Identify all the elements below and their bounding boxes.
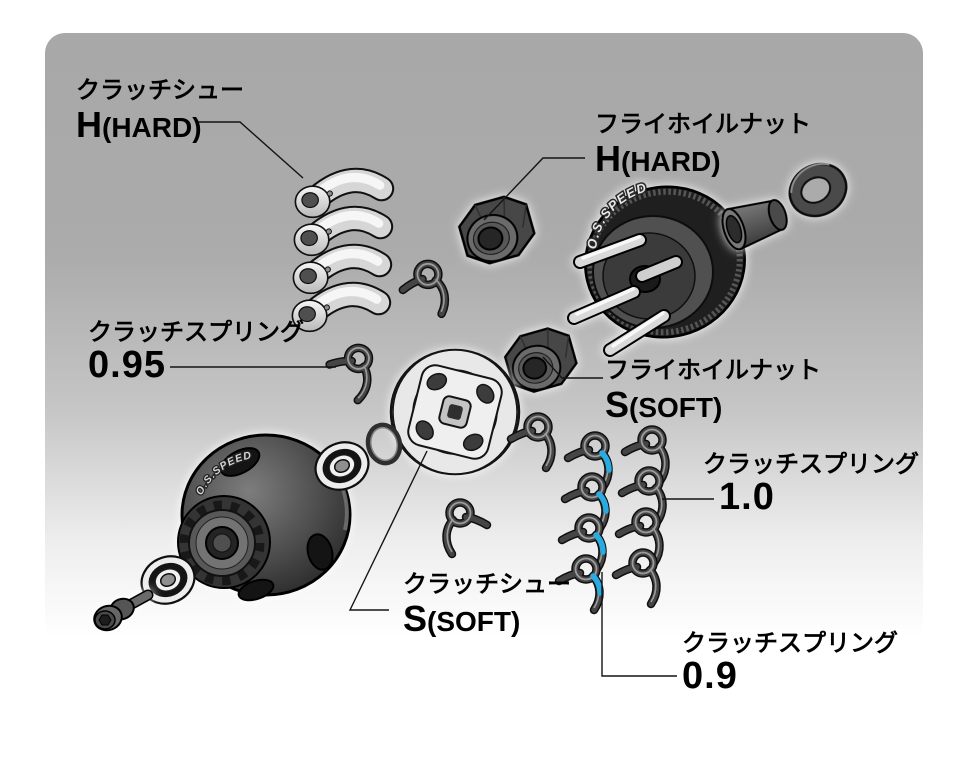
clutch-bolt xyxy=(93,589,154,632)
label-clutch-spring-095: クラッチスプリング 0.95 xyxy=(88,319,304,387)
label-text-jp: クラッチスプリング xyxy=(682,630,898,657)
clutch-spring-loose xyxy=(446,503,487,555)
label-flywheel-nut-hard: フライホイルナット H(HARD) xyxy=(595,111,811,180)
o-ring xyxy=(365,422,403,466)
label-clutch-spring-10: クラッチスプリング 1.0 xyxy=(703,451,919,519)
label-clutch-shoe-hard: クラッチシュー H(HARD) xyxy=(76,77,244,146)
clutch-spring-10 xyxy=(616,553,657,605)
label-value: 0.9 xyxy=(682,655,738,698)
clutch-spring-10-set xyxy=(616,430,666,605)
flywheel-nut-hard xyxy=(453,190,540,270)
leader-flywheel-nut-hard xyxy=(483,157,585,221)
leader-clutch-spring-09 xyxy=(601,572,677,677)
flywheel-drive-pins xyxy=(567,233,683,357)
leader-clutch-shoe-soft xyxy=(348,450,428,611)
washer xyxy=(788,162,848,218)
pinion-gear xyxy=(177,495,271,589)
label-text-jp: クラッチシュー xyxy=(403,571,571,598)
clutch-shoe-hard xyxy=(292,292,378,332)
label-clutch-shoe-soft: クラッチシュー S(SOFT) xyxy=(403,571,571,640)
label-grade: H(HARD) xyxy=(595,138,721,180)
clutch-spring-095 xyxy=(324,343,374,402)
label-grade: H(HARD) xyxy=(76,104,202,146)
clutch-shoe-hard-stack xyxy=(292,178,381,332)
flywheel: O.S.SPEED xyxy=(567,178,746,357)
label-value: 1.0 xyxy=(719,476,775,519)
label-text-jp: クラッチシュー xyxy=(76,77,244,104)
clutch-shoe-soft-assembly xyxy=(389,348,521,476)
leader-clutch-shoe-hard xyxy=(196,121,304,179)
label-value: 0.95 xyxy=(88,344,166,387)
collet xyxy=(721,199,788,251)
label-text-jp: フライホイルナット xyxy=(595,111,811,138)
label-text-jp: クラッチスプリング xyxy=(88,319,304,346)
label-text-jp: クラッチスプリング xyxy=(703,451,919,478)
clutch-spring-095 xyxy=(400,262,447,319)
label-clutch-spring-09: クラッチスプリング 0.9 xyxy=(682,630,898,698)
label-flywheel-nut-soft: フライホイルナット S(SOFT) xyxy=(605,357,821,426)
leader-lines xyxy=(170,121,714,677)
label-grade: S(SOFT) xyxy=(605,384,723,426)
leader-flywheel-nut-soft xyxy=(542,356,603,379)
label-grade: S(SOFT) xyxy=(403,598,521,640)
label-text-jp: フライホイルナット xyxy=(605,357,821,384)
